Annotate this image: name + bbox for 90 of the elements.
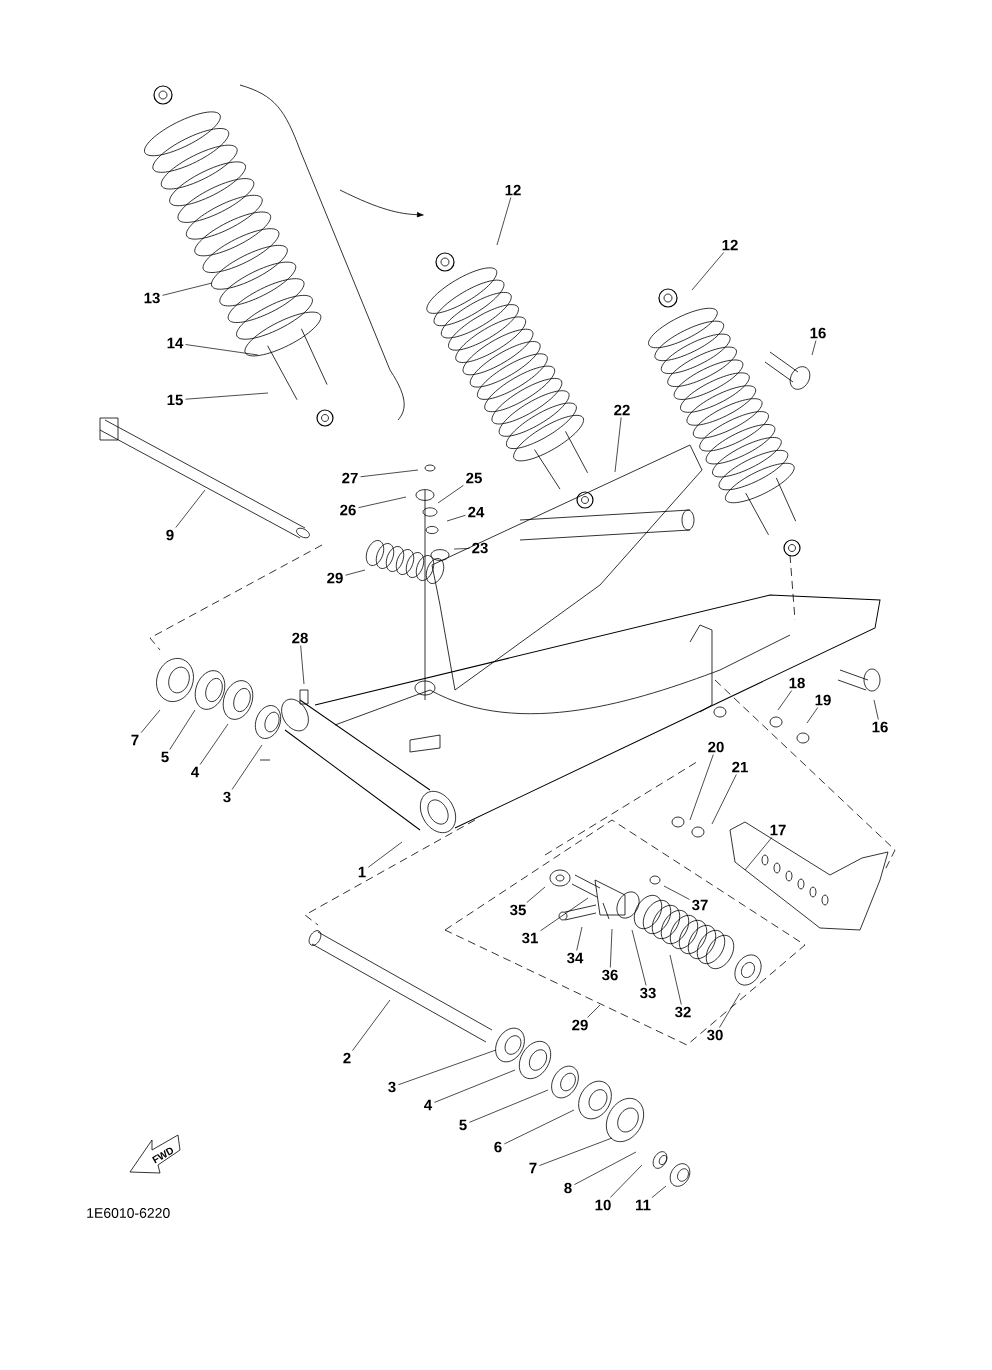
callout-number: 11 xyxy=(636,1199,651,1211)
leader-line xyxy=(744,837,773,871)
callout-number: 5 xyxy=(459,1119,467,1131)
callout-number: 24 xyxy=(468,506,485,518)
callout-number: 17 xyxy=(770,824,786,836)
callout-number: 14 xyxy=(167,337,184,349)
callout-number: 7 xyxy=(529,1162,537,1174)
leader-line xyxy=(345,569,366,576)
leader-line xyxy=(609,1164,643,1198)
leader-line xyxy=(610,928,613,968)
leader-line xyxy=(691,252,725,291)
callout-number: 4 xyxy=(191,766,200,778)
leader-line xyxy=(496,197,512,246)
leader-line xyxy=(576,926,583,951)
callout-number: 35 xyxy=(510,904,526,916)
leader-line xyxy=(300,645,305,685)
leader-line xyxy=(811,340,817,356)
leader-line xyxy=(175,489,206,528)
forward-arrow-sign: FWD xyxy=(129,1134,181,1174)
callout-number: 9 xyxy=(166,529,174,541)
leader-line xyxy=(162,282,213,296)
callout-number: 3 xyxy=(388,1081,396,1093)
leader-line xyxy=(185,392,269,400)
leader-line xyxy=(689,754,714,821)
callout-number: 25 xyxy=(466,472,482,484)
callout-number: 10 xyxy=(595,1199,611,1211)
leader-line xyxy=(352,999,391,1051)
leader-line xyxy=(806,707,819,724)
leader-line xyxy=(446,514,466,522)
leader-line xyxy=(140,709,161,733)
callout-number: 7 xyxy=(131,734,139,746)
callout-number: 12 xyxy=(722,239,738,251)
callout-number: 1 xyxy=(358,866,366,878)
leader-line xyxy=(185,344,259,356)
leader-line xyxy=(711,774,737,825)
callout-number: 23 xyxy=(472,542,488,554)
callout-number: 3 xyxy=(223,791,231,803)
leader-line xyxy=(358,496,407,508)
leader-line xyxy=(539,1137,613,1166)
leader-line xyxy=(663,885,690,900)
callout-number: 22 xyxy=(614,404,630,416)
callout-number: 16 xyxy=(872,721,888,733)
callout-number: 18 xyxy=(789,677,805,689)
callout-number: 31 xyxy=(522,932,538,944)
leader-line xyxy=(453,548,470,550)
leader-line xyxy=(777,690,793,711)
callout-number: 29 xyxy=(327,572,343,584)
leader-line xyxy=(873,699,879,720)
callout-number: 28 xyxy=(292,632,308,644)
callout-number: 30 xyxy=(707,1029,723,1041)
leader-line xyxy=(587,1004,601,1018)
callout-number: 33 xyxy=(640,987,656,999)
callout-number: 27 xyxy=(342,472,358,484)
leader-line xyxy=(651,1185,667,1198)
leader-line xyxy=(504,1109,575,1145)
leader-line xyxy=(526,886,546,903)
callout-number: 5 xyxy=(161,751,169,763)
callout-number: 34 xyxy=(567,952,584,964)
leader-line xyxy=(719,992,741,1028)
leader-line xyxy=(368,841,403,868)
callout-number: 26 xyxy=(340,504,356,516)
leader-line xyxy=(669,954,682,1005)
callout-number: 21 xyxy=(732,761,748,773)
leader-line xyxy=(199,723,229,765)
callout-number: 19 xyxy=(815,694,831,706)
callout-number: 20 xyxy=(708,741,724,753)
leader-line xyxy=(360,469,419,478)
callout-number: 2 xyxy=(343,1052,351,1064)
leader-line xyxy=(574,1151,637,1185)
callout-number: 4 xyxy=(424,1099,433,1111)
leader-line xyxy=(540,897,589,932)
callout-number: 36 xyxy=(602,969,618,981)
leader-line xyxy=(437,484,464,504)
callout-number: 8 xyxy=(564,1182,572,1194)
leader-line xyxy=(231,744,263,790)
leader-line xyxy=(631,929,647,986)
callout-number: 12 xyxy=(505,184,521,196)
callout-number: 37 xyxy=(692,899,708,911)
callout-number: 29 xyxy=(572,1019,588,1031)
leader-line xyxy=(398,1049,497,1086)
callout-number: 6 xyxy=(494,1141,502,1153)
leader-line xyxy=(169,709,196,750)
leader-line xyxy=(614,417,622,473)
part-code: 1E6010-6220 xyxy=(87,1208,170,1218)
leader-line xyxy=(434,1069,516,1103)
callout-number: 13 xyxy=(144,292,160,304)
callout-number: 15 xyxy=(167,394,183,406)
callout-number: 32 xyxy=(675,1006,691,1018)
leader-line xyxy=(469,1089,549,1123)
callout-number: 16 xyxy=(810,327,826,339)
